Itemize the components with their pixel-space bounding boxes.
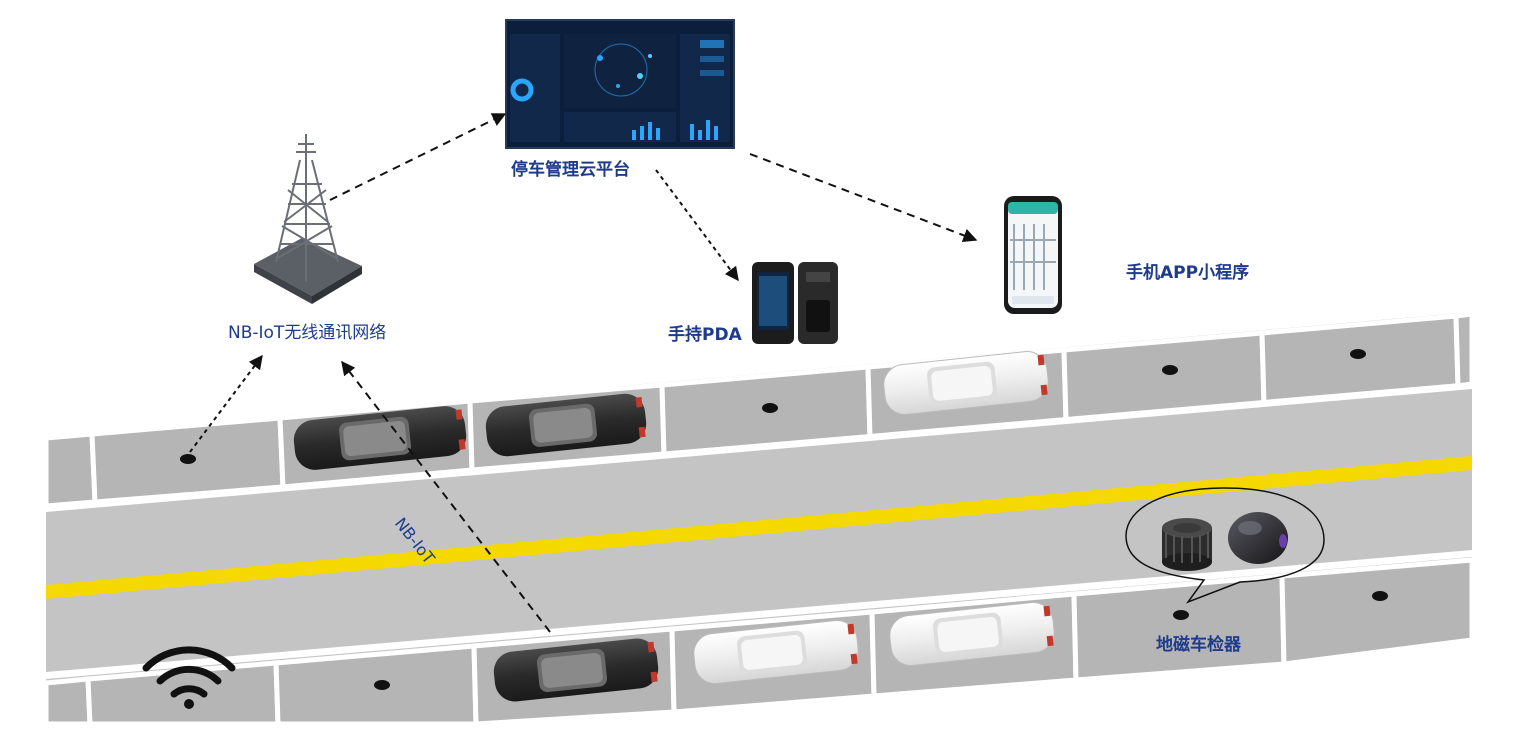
sensor-dots [180,349,1388,690]
lane-line-upper [46,382,1472,512]
sensor-dot [374,680,390,690]
parking-bay [1071,573,1287,683]
handheld-pda-icon [752,262,838,344]
arrow-car-to-network [341,360,551,633]
cell-tower-icon [254,134,362,304]
sensor-dot [1372,591,1388,601]
arrow-cloud-to-pda [655,169,739,282]
parking-bay [43,676,93,727]
sensor-puck-cylinder [1162,518,1212,571]
dashboard-screen-icon [505,19,735,149]
sensor-puck-dome [1228,512,1288,564]
parked-cars [293,351,1055,702]
data-flow-arrows [189,113,978,633]
arrow-cloud-to-app [749,153,978,243]
callout-bubble [1125,487,1325,604]
arrow-tower-to-cloud [329,113,507,201]
sensor-dot [1162,365,1178,375]
wifi-signal-icon [142,646,236,709]
car-white [693,620,859,684]
car-dark [493,638,659,702]
center-line [46,456,1472,599]
nbiot-network-label: NB-IoT无线通讯网络 [228,323,387,343]
sensor-dot [762,403,778,413]
arrow-sensor-to-network [189,354,263,453]
parking-bay [1453,311,1475,389]
handheld-pda-label: 手持PDA [668,325,742,345]
car-white [883,351,1049,415]
parking-bay [43,431,98,509]
car-white [889,602,1055,666]
lane-line-lower [46,550,1472,679]
sensor-dot [1350,349,1366,359]
geomagnetic-detector-label: 地磁车检器 [1156,635,1241,655]
parking-bay [1279,557,1475,667]
sensor-dot [180,454,196,464]
cloud-platform-label: 停车管理云平台 [511,160,630,180]
sensor-dot [1173,610,1189,620]
smartphone-icon [1004,196,1062,314]
geomagnetic-sensor-icon [1125,487,1325,604]
car-dark [485,393,647,457]
mobile-app-label: 手机APP小程序 [1126,263,1250,283]
